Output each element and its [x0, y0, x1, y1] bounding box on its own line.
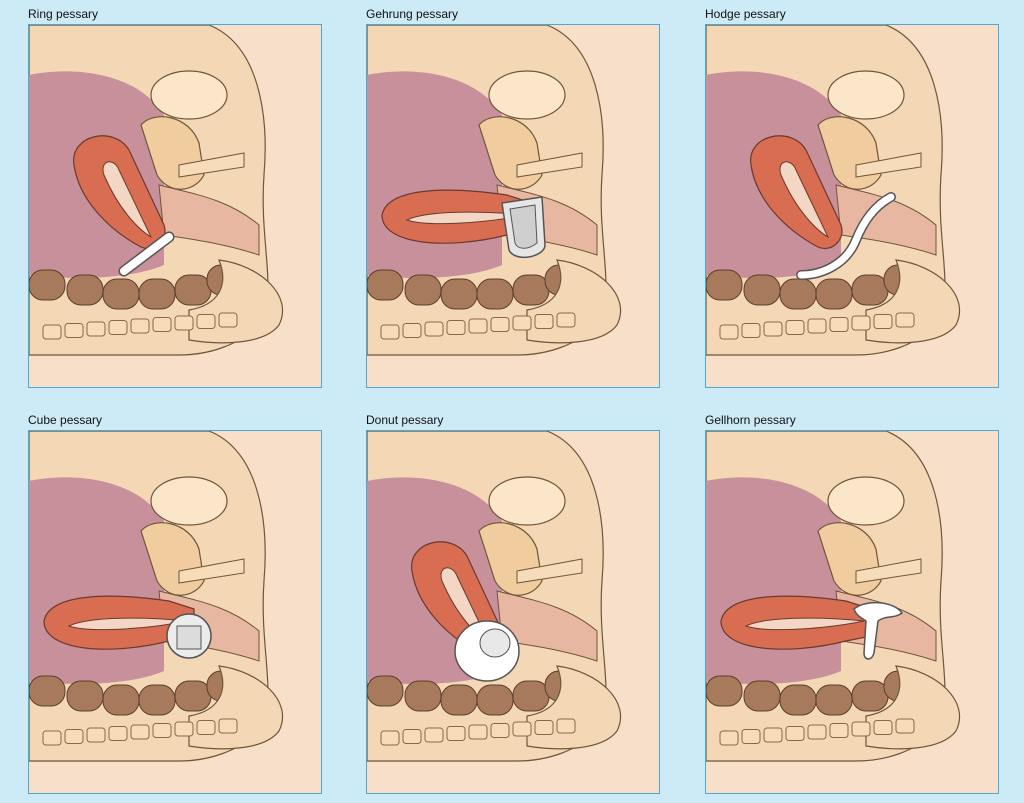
coccyx-spine: [719, 312, 915, 340]
panel-hodge-pessary: Hodge pessary: [705, 6, 1005, 388]
uterus: [750, 135, 843, 249]
pelvic-cavity: [706, 477, 841, 684]
pubic-bone: [827, 70, 905, 120]
panel-title: Gehrung pessary: [366, 7, 459, 21]
symphysis: [516, 558, 583, 584]
panel-title: Hodge pessary: [705, 7, 786, 21]
panel-ring-pessary: Ring pessary: [28, 6, 328, 388]
vagina: [496, 590, 598, 662]
panel-title: Gellhorn pessary: [705, 413, 796, 427]
pubic-bone: [150, 476, 228, 526]
coccyx-spine: [719, 718, 915, 746]
coccyx-spine: [380, 312, 576, 340]
pubic-bone: [488, 70, 566, 120]
anatomy-illustration: [705, 24, 999, 388]
gellhorn-pessary-device: [853, 601, 904, 660]
panel-gehrung-pessary: Gehrung pessary: [366, 6, 666, 388]
coccyx-spine: [42, 312, 238, 340]
symphysis: [178, 152, 245, 178]
panel-donut-pessary: Donut pessary: [366, 412, 666, 794]
anatomy-illustration: [366, 24, 660, 388]
symphysis: [516, 152, 583, 178]
anatomy-illustration: [366, 430, 660, 794]
coccyx-spine: [380, 718, 576, 746]
symphysis: [855, 152, 922, 178]
vagina: [158, 184, 260, 256]
cube-pessary-device: [166, 613, 212, 659]
panel-gellhorn-pessary: Gellhorn pessary: [705, 412, 1005, 794]
donut-pessary-device: [454, 620, 520, 682]
uterus: [43, 595, 195, 650]
anatomy-illustration: [28, 24, 322, 388]
pelvic-cavity: [367, 71, 502, 278]
panel-cube-pessary: Cube pessary: [28, 412, 328, 794]
pubic-bone: [488, 476, 566, 526]
pubic-bone: [827, 476, 905, 526]
panel-title: Cube pessary: [28, 413, 103, 427]
anatomy-illustration: [28, 430, 322, 794]
anatomy-illustration: [705, 430, 999, 794]
panel-title: Donut pessary: [366, 413, 444, 427]
pubic-bone: [150, 70, 228, 120]
symphysis: [855, 558, 922, 584]
pelvic-cavity: [29, 477, 164, 684]
panel-title: Ring pessary: [28, 7, 99, 21]
coccyx-spine: [42, 718, 238, 746]
symphysis: [178, 558, 245, 584]
